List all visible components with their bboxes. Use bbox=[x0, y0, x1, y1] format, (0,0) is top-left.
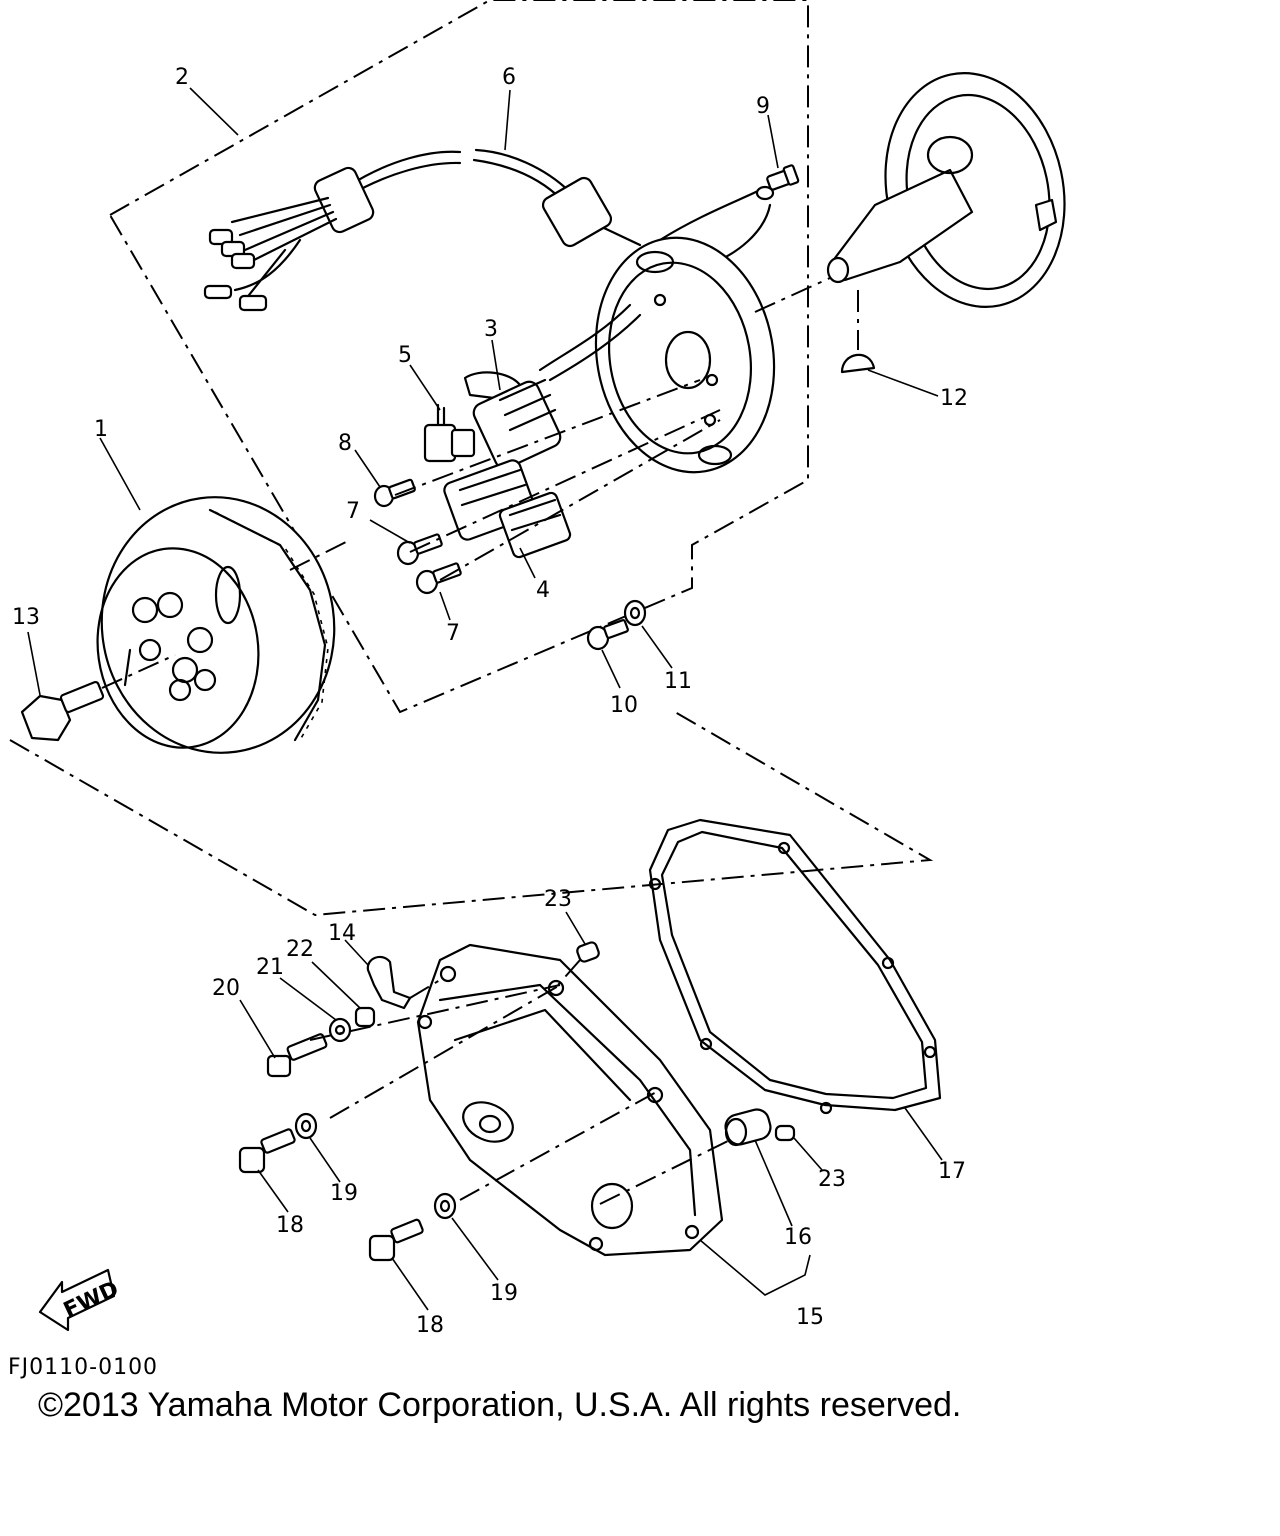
charge-coil bbox=[463, 303, 642, 470]
rotor-hub bbox=[826, 72, 1066, 350]
pickup-coil bbox=[423, 403, 476, 463]
callout-5: 5 bbox=[398, 343, 412, 368]
copyright-notice: ©2013 Yamaha Motor Corporation, U.S.A. A… bbox=[38, 1386, 962, 1424]
callout-7-lower: 7 bbox=[446, 621, 460, 646]
diagram-code: FJ0110-0100 bbox=[8, 1355, 159, 1380]
dowel-pin-23-bottom bbox=[774, 1124, 796, 1142]
bolt-18-lower bbox=[368, 1218, 424, 1262]
washer-19-upper bbox=[294, 1112, 318, 1140]
callout-8: 8 bbox=[338, 431, 352, 456]
stator-base-plate bbox=[594, 236, 776, 474]
callout-21: 21 bbox=[256, 955, 284, 980]
callout-3: 3 bbox=[484, 317, 498, 342]
screw-7-lower bbox=[415, 562, 462, 595]
callout-labels: 1 2 3 4 5 6 7 7 8 9 10 11 12 13 14 15 16… bbox=[12, 65, 968, 1338]
wire-harness bbox=[203, 148, 642, 312]
callout-10: 10 bbox=[610, 693, 638, 718]
washer-21 bbox=[328, 1017, 352, 1043]
callout-19-upper: 19 bbox=[330, 1181, 358, 1206]
woodruff-key bbox=[840, 353, 876, 374]
clamp-14 bbox=[366, 955, 412, 1010]
callout-20: 20 bbox=[212, 976, 240, 1001]
callout-13: 13 bbox=[12, 605, 40, 630]
stator-assembly-boundary bbox=[9, 0, 934, 917]
bolt-18-upper bbox=[238, 1128, 296, 1174]
leader-lines bbox=[27, 87, 943, 1311]
callout-23-bottom: 23 bbox=[818, 1167, 846, 1192]
screw-10 bbox=[586, 619, 629, 651]
washer-11 bbox=[623, 599, 647, 627]
lighting-coil bbox=[443, 459, 572, 559]
flywheel-bolt bbox=[20, 654, 176, 742]
collar-22 bbox=[354, 1006, 376, 1028]
bolt-20 bbox=[266, 1033, 328, 1078]
screw-9 bbox=[766, 164, 800, 191]
washer-19-lower bbox=[433, 1192, 457, 1220]
callout-15: 15 bbox=[796, 1305, 824, 1330]
stator-axis-lines bbox=[394, 277, 831, 581]
callout-12: 12 bbox=[940, 386, 968, 411]
collar-16 bbox=[724, 1108, 772, 1147]
callout-23-top: 23 bbox=[544, 887, 572, 912]
forward-arrow: FWD bbox=[38, 1268, 123, 1332]
callout-17: 17 bbox=[938, 1159, 966, 1184]
callout-4: 4 bbox=[536, 578, 550, 603]
callout-7-upper: 7 bbox=[346, 499, 360, 524]
callout-6: 6 bbox=[502, 65, 516, 90]
callout-1: 1 bbox=[94, 417, 108, 442]
crankcase-cover bbox=[416, 943, 724, 1257]
callout-18-upper: 18 bbox=[276, 1213, 304, 1238]
callout-2: 2 bbox=[175, 65, 189, 90]
gasket bbox=[648, 818, 942, 1115]
callout-19-lower: 19 bbox=[490, 1281, 518, 1306]
screw-7-upper bbox=[396, 533, 443, 566]
callout-11: 11 bbox=[664, 669, 692, 694]
callout-16: 16 bbox=[784, 1225, 812, 1250]
callout-22: 22 bbox=[286, 937, 314, 962]
callout-14: 14 bbox=[328, 921, 356, 946]
callout-18-lower: 18 bbox=[416, 1313, 444, 1338]
flywheel bbox=[96, 496, 351, 754]
callout-9: 9 bbox=[756, 94, 770, 119]
cover-axis-lines bbox=[309, 959, 731, 1205]
screw-8 bbox=[373, 478, 416, 508]
dowel-pin-23-top bbox=[576, 941, 600, 963]
